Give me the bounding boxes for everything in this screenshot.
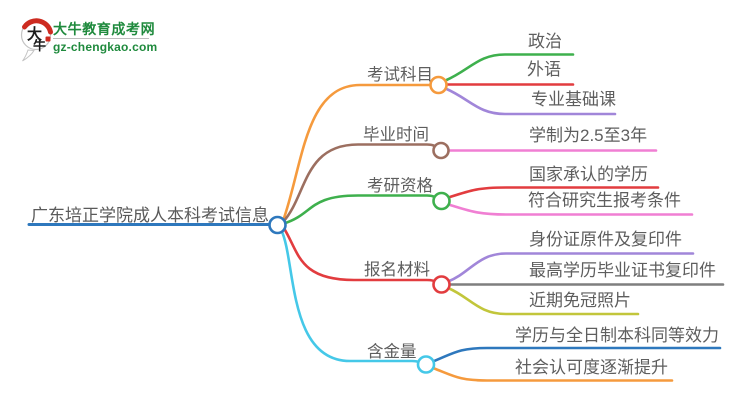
leaf-line-social-recognition	[431, 366, 674, 382]
leaf-label-foreign-language[interactable]: 外语	[527, 60, 561, 79]
collapse-handle-postgrad-eligibility[interactable]	[432, 191, 451, 211]
leaf-label-same-validity[interactable]: 学历与全日制本科同等效力	[515, 326, 719, 345]
branch-line-value	[279, 228, 421, 364]
branch-label-value[interactable]: 含金量	[367, 343, 417, 361]
logo-divider	[53, 38, 149, 39]
leaf-line-id-card-copy	[446, 252, 695, 283]
branch-line-exam-subjects	[281, 83, 432, 223]
leaf-line-state-recognized-diploma	[447, 186, 660, 199]
branch-label-exam-subjects[interactable]: 考试科目	[367, 66, 433, 84]
logo-mark-icon: 大 牛	[20, 18, 53, 62]
root-collapse-handle[interactable]	[268, 215, 287, 235]
branch-label-postgrad-eligibility[interactable]: 考研资格	[367, 177, 433, 195]
collapse-handle-exam-subjects[interactable]	[429, 75, 448, 95]
collapse-handle-graduation-time[interactable]	[432, 141, 450, 160]
leaf-label-state-recognized-diploma[interactable]: 国家承认的学历	[529, 165, 648, 184]
leaf-line-meets-postgrad-requirements	[447, 203, 694, 216]
svg-text:牛: 牛	[33, 38, 46, 54]
branch-label-graduation-time[interactable]: 毕业时间	[363, 126, 429, 144]
branch-line-postgrad-eligibility	[282, 194, 438, 225]
collapse-handle-registration-materials[interactable]	[432, 275, 451, 294]
leaf-line-politics	[444, 53, 575, 82]
leaf-line-professional-basics	[444, 87, 617, 116]
leaf-label-study-period[interactable]: 学制为2.5至3年	[529, 126, 648, 145]
leaf-label-meets-postgrad-requirements[interactable]: 符合研究生报考条件	[528, 191, 681, 210]
svg-text:大: 大	[27, 25, 42, 43]
leaf-label-social-recognition[interactable]: 社会认可度逐渐提升	[515, 358, 668, 377]
site-url: gz-chengkao.com	[53, 40, 158, 54]
leaf-line-same-validity	[431, 346, 722, 363]
leaf-label-id-card-copy[interactable]: 身份证原件及复印件	[529, 230, 682, 249]
collapse-handle-value[interactable]	[416, 355, 436, 374]
branch-label-registration-materials[interactable]: 报名材料	[364, 261, 430, 279]
root-topic-label[interactable]: 广东培正学院成人本科考试信息	[31, 206, 269, 225]
leaf-label-professional-basics[interactable]: 专业基础课	[531, 90, 616, 109]
site-name: 大牛教育成考网	[53, 21, 156, 37]
leaf-label-politics[interactable]: 政治	[528, 32, 562, 51]
leaf-label-recent-photo[interactable]: 近期免冠照片	[529, 291, 631, 310]
leaf-label-diploma-copy[interactable]: 最高学历毕业证书复印件	[529, 261, 716, 280]
site-logo[interactable]: 大 牛 大牛教育成考网 gz-chengkao.com	[8, 10, 168, 62]
leaf-line-recent-photo	[446, 286, 640, 316]
